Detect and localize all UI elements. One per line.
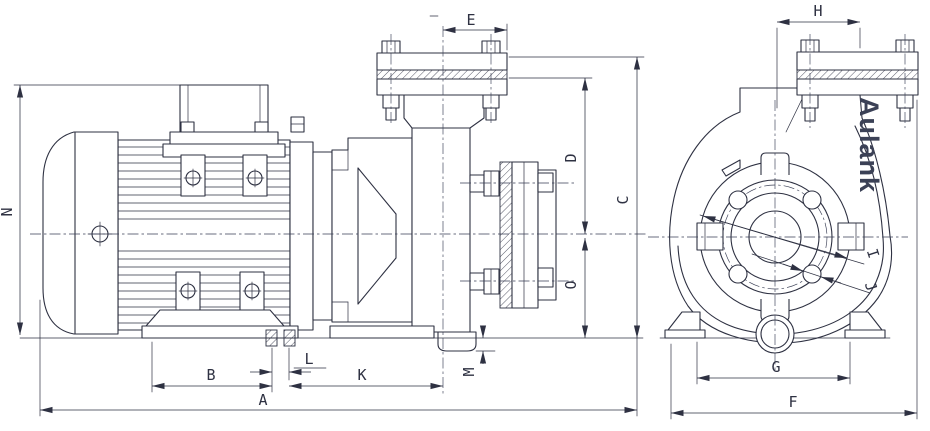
dim-label-h: H bbox=[813, 2, 822, 20]
pump-bracket bbox=[331, 137, 413, 323]
front-view: Aulank H I J G bbox=[648, 2, 919, 420]
lifting-bolt bbox=[290, 116, 305, 133]
dim-label-m: M bbox=[460, 367, 478, 376]
side-view-dimensions: N E D O C M B bbox=[0, 11, 645, 417]
suction-flange-side bbox=[376, 40, 508, 121]
motor-end-cap bbox=[42, 131, 119, 335]
dim-label-g: G bbox=[771, 358, 780, 376]
dim-label-o: O bbox=[562, 280, 580, 289]
terminal-box bbox=[162, 84, 286, 158]
dim-label-b: B bbox=[206, 366, 215, 384]
brand-text: Aulank bbox=[854, 97, 884, 193]
dim-label-k: K bbox=[357, 366, 366, 384]
tie-rod-brackets bbox=[175, 154, 268, 313]
dim-label-l: L bbox=[304, 350, 313, 368]
dim-label-c: C bbox=[614, 195, 632, 204]
front-feet bbox=[659, 311, 891, 339]
dim-label-e: E bbox=[466, 11, 475, 29]
dim-label-f: F bbox=[788, 393, 797, 411]
suction-flange-front bbox=[796, 39, 919, 122]
dim-label-a: A bbox=[258, 391, 267, 409]
motor-adapter bbox=[289, 141, 333, 331]
discharge-flange-side bbox=[469, 161, 557, 309]
side-view-centerlines bbox=[30, 26, 648, 394]
side-view: N E D O C M B bbox=[0, 11, 648, 417]
dim-label-n: N bbox=[0, 207, 16, 216]
pump-casing bbox=[403, 94, 485, 352]
front-view-centerlines bbox=[648, 34, 908, 372]
dim-label-d: D bbox=[562, 153, 580, 162]
